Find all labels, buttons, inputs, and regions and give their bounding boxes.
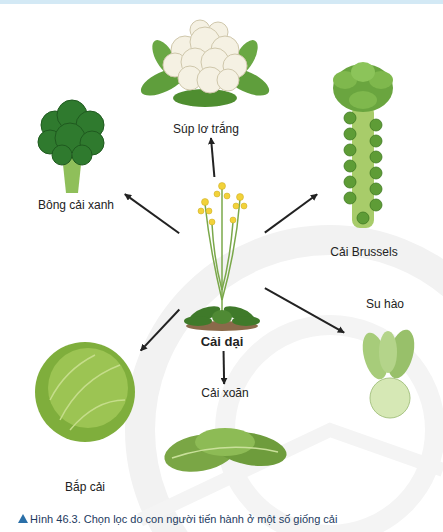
plant-node: Cải dại	[180, 178, 264, 350]
plant-label: Súp lơ trắng	[170, 121, 242, 137]
plant-label: Cải Brussels	[327, 244, 400, 260]
kale-picture	[161, 427, 289, 477]
plant-label: Su hào	[363, 296, 407, 312]
figure-caption: Hình 46.3. Chọn lọc do con người tiến hà…	[30, 513, 337, 526]
top-bar	[0, 0, 443, 4]
cabbage-picture	[35, 342, 135, 442]
broccoli-picture	[38, 100, 104, 193]
caption-marker	[18, 514, 28, 523]
selection-arrow	[141, 309, 180, 350]
watermark	[140, 240, 443, 532]
plant-node: Cải xoăn	[165, 385, 285, 480]
plant-node: Su hào	[345, 296, 425, 415]
plant-node: Bông cải xanh	[28, 105, 124, 213]
selection-arrow	[223, 351, 226, 384]
selection-arrow	[211, 138, 214, 177]
selection-arrow	[265, 288, 344, 332]
plant-label: Bắp cải	[62, 479, 108, 495]
plant-node: Súp lơ trắng	[150, 25, 262, 137]
plant-label: Cải dại	[198, 334, 247, 350]
plant-label: Bông cải xanh	[35, 197, 117, 213]
kohlrabi-picture	[358, 327, 419, 418]
plant-label: Cải xoăn	[198, 385, 251, 401]
plant-node: Bắp cải	[30, 325, 140, 495]
brussels-sprouts-picture	[333, 62, 393, 228]
cauliflower-picture	[137, 20, 273, 107]
selection-arrow	[265, 194, 317, 232]
selection-arrow	[125, 194, 179, 233]
wild-cabbage-picture	[184, 183, 260, 332]
plant-node: Cải Brussels	[318, 60, 410, 260]
